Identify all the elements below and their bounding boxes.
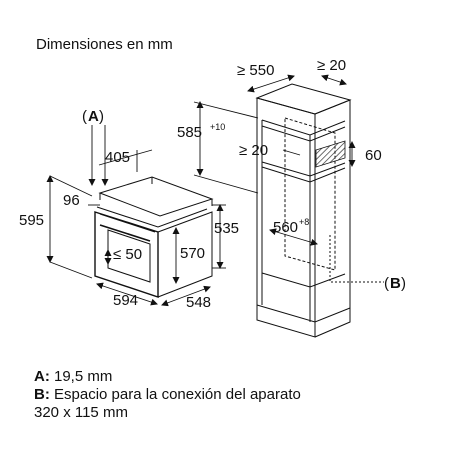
legend-b-cont: 320 x 115 mm bbox=[34, 404, 128, 422]
svg-text:(: ( bbox=[384, 275, 389, 292]
dim-535: 535 bbox=[214, 220, 239, 237]
legend-a-text: 19,5 mm bbox=[54, 368, 113, 385]
cabinet-drawing bbox=[255, 83, 352, 338]
dim-20-mid: ≥ 20 bbox=[239, 142, 268, 159]
dim-595: 595 bbox=[19, 212, 44, 229]
dim-405: 405 bbox=[105, 149, 130, 166]
dim-96: 96 bbox=[63, 192, 80, 209]
marker-a: A bbox=[88, 108, 99, 125]
oven-drawing bbox=[94, 176, 214, 298]
ventilation-opening bbox=[315, 140, 346, 168]
dim-570: 570 bbox=[180, 245, 205, 262]
dim-20-top: ≥ 20 bbox=[317, 57, 346, 74]
legend-b: B: Espacio para la conexión del aparato bbox=[34, 386, 301, 404]
dim-550: ≥ 550 bbox=[237, 62, 274, 79]
svg-text:(: ( bbox=[82, 108, 87, 125]
svg-text:): ) bbox=[401, 275, 406, 292]
svg-text:): ) bbox=[99, 108, 104, 125]
legend-b-key: B: bbox=[34, 386, 50, 403]
cabinet-dimension-lines bbox=[193, 74, 356, 246]
legend-a-key: A: bbox=[34, 368, 50, 385]
dim-585: 585 bbox=[177, 124, 202, 141]
dim-560: 560 bbox=[273, 219, 298, 236]
legend-b-text-line2: 320 x 115 mm bbox=[34, 404, 128, 421]
dim-548: 548 bbox=[186, 294, 211, 311]
dim-50: ≤ 50 bbox=[113, 246, 142, 263]
connection-space-leader bbox=[329, 235, 384, 283]
marker-b: B bbox=[390, 275, 401, 292]
dim-60: 60 bbox=[365, 147, 382, 164]
legend-a: A: 19,5 mm bbox=[34, 368, 112, 386]
oven-dimension-lines bbox=[46, 125, 226, 307]
diagram-title: Dimensiones en mm bbox=[36, 36, 173, 53]
dim-585-tolerance: +10 bbox=[210, 122, 225, 132]
legend-b-text-line1: Espacio para la conexión del aparato bbox=[54, 386, 301, 403]
dim-560-tolerance: +8 bbox=[299, 217, 309, 227]
dim-594: 594 bbox=[113, 292, 138, 309]
